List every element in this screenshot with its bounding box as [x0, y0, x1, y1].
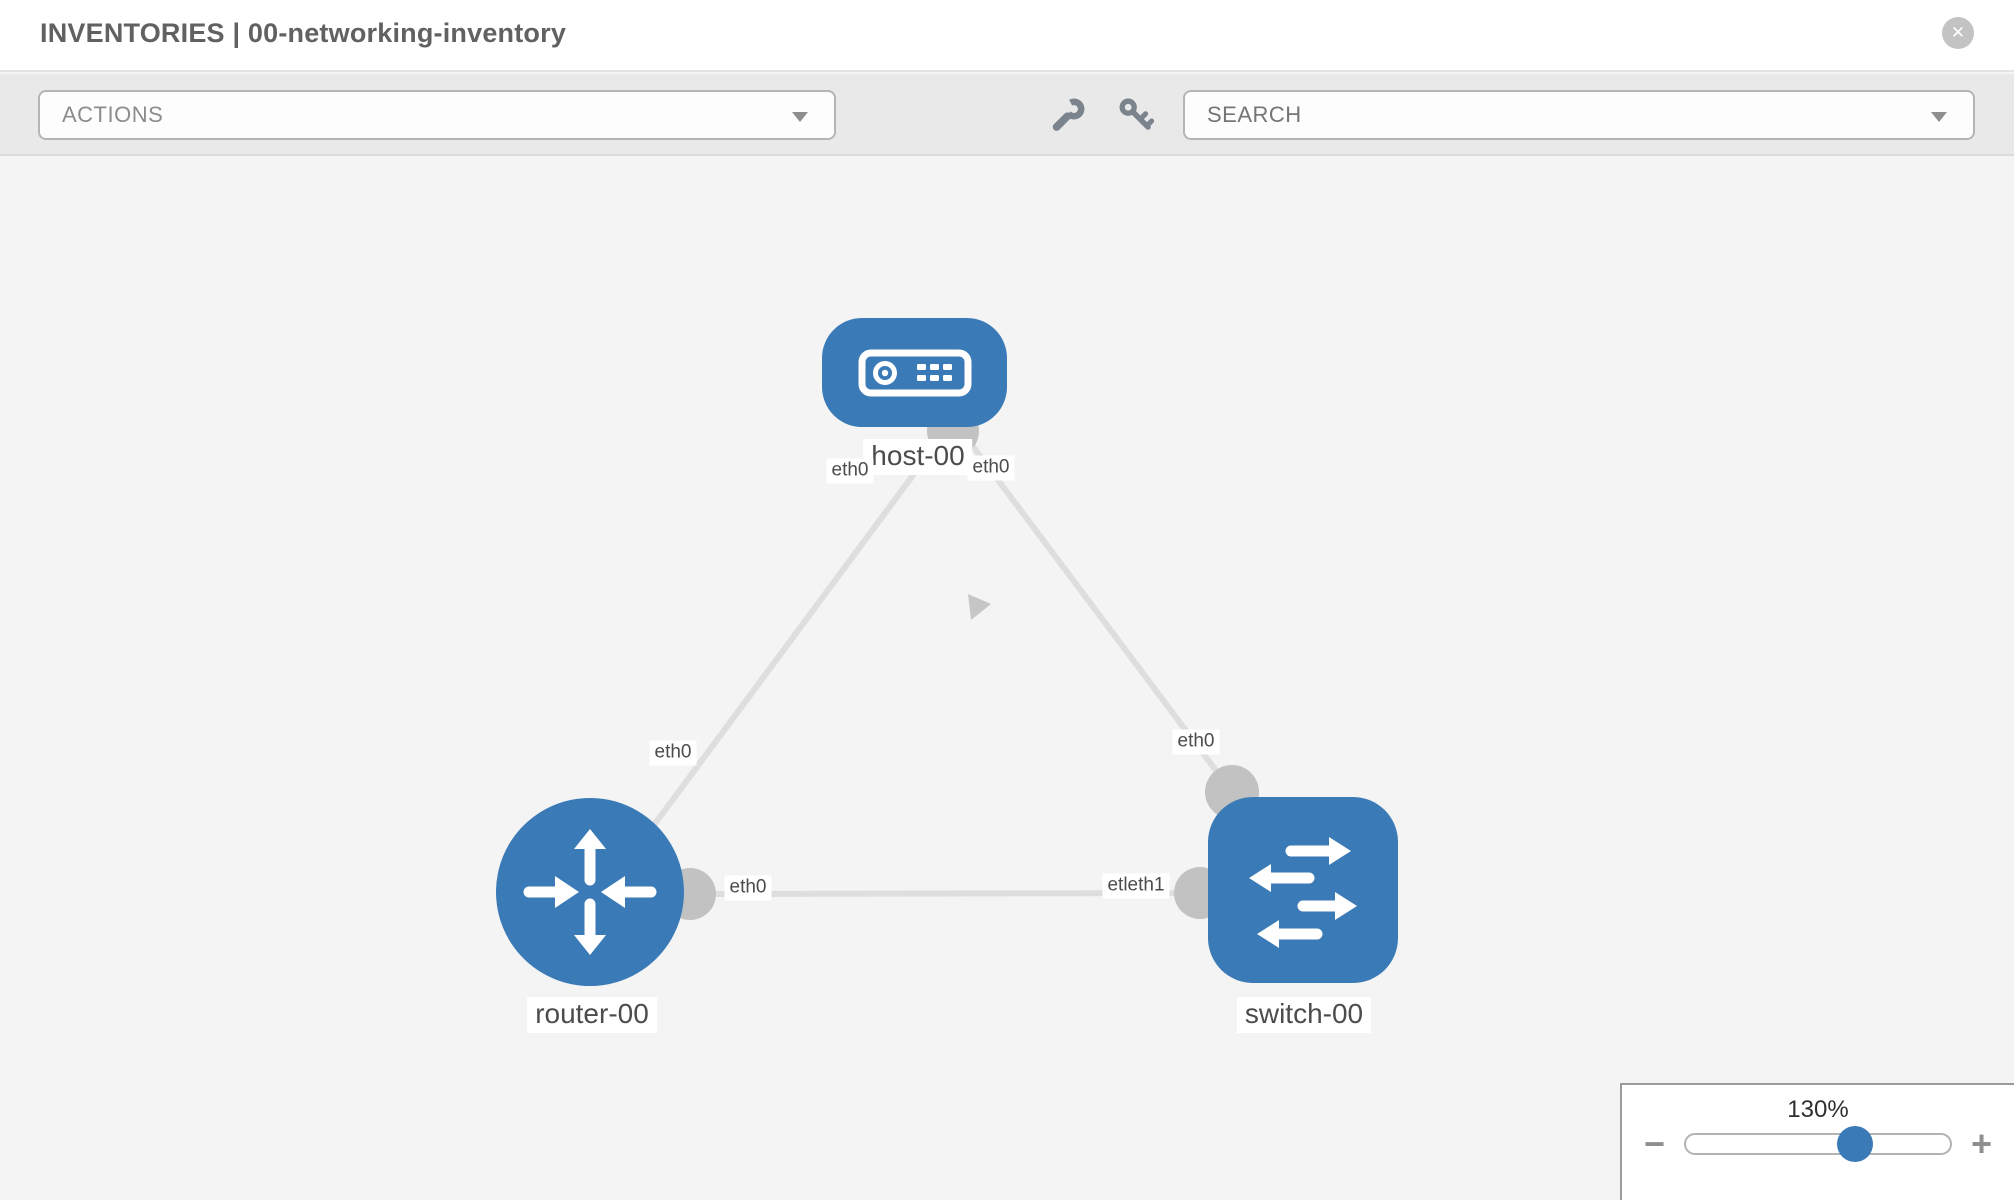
search-input[interactable] [1185, 92, 1973, 138]
interface-label: eth0 [826, 458, 874, 484]
node-host-00[interactable] [822, 318, 1007, 427]
zoom-slider[interactable] [1684, 1126, 1952, 1162]
switch-icon [1249, 837, 1357, 948]
zoom-in-button[interactable]: + [1970, 1123, 1992, 1164]
wrench-icon[interactable] [1050, 97, 1086, 133]
interface-label: eth0 [1172, 729, 1220, 755]
interface-label: eth0 [967, 455, 1015, 481]
node-label-switch[interactable]: switch-00 [1236, 997, 1372, 1033]
links-layer [597, 405, 1259, 920]
interface-label: eth0 [724, 875, 772, 901]
zoom-level-value: 130% [1787, 1096, 1849, 1123]
key-icon[interactable] [1118, 97, 1154, 133]
interface-label: etleth1 [1102, 873, 1170, 899]
zoom-slider-knob[interactable] [1836, 1126, 1873, 1162]
actions-dropdown[interactable]: ACTIONS [38, 90, 836, 140]
zoom-out-button[interactable]: − [1644, 1123, 1666, 1164]
node-label-router[interactable]: router-00 [527, 997, 657, 1033]
header: INVENTORIES | 00-networking-inventory ✕ [0, 0, 2014, 72]
node-label-host[interactable]: host-00 [863, 439, 973, 475]
close-button[interactable]: ✕ [1942, 17, 1974, 49]
toolbar: ACTIONS [0, 74, 2014, 156]
node-switch-00[interactable] [1208, 797, 1398, 983]
topology-canvas[interactable]: host-00 router-00 switch-00 eth0 eth0 et… [0, 158, 2014, 1200]
page-title: INVENTORIES | 00-networking-inventory [40, 18, 567, 48]
close-icon: ✕ [1950, 23, 1966, 42]
actions-dropdown-label: ACTIONS [62, 102, 164, 127]
zoom-panel: 130% − + [1620, 1083, 2014, 1200]
router-icon [523, 829, 657, 955]
node-router-00[interactable] [496, 798, 684, 986]
host-icon [858, 349, 971, 396]
chevron-down-icon [792, 112, 808, 122]
link-host-router[interactable] [597, 430, 948, 900]
chevron-down-icon [1931, 112, 1947, 122]
link-arrowhead-icon [968, 594, 991, 620]
search-dropdown[interactable] [1183, 90, 1975, 140]
interface-label: eth0 [649, 740, 697, 766]
